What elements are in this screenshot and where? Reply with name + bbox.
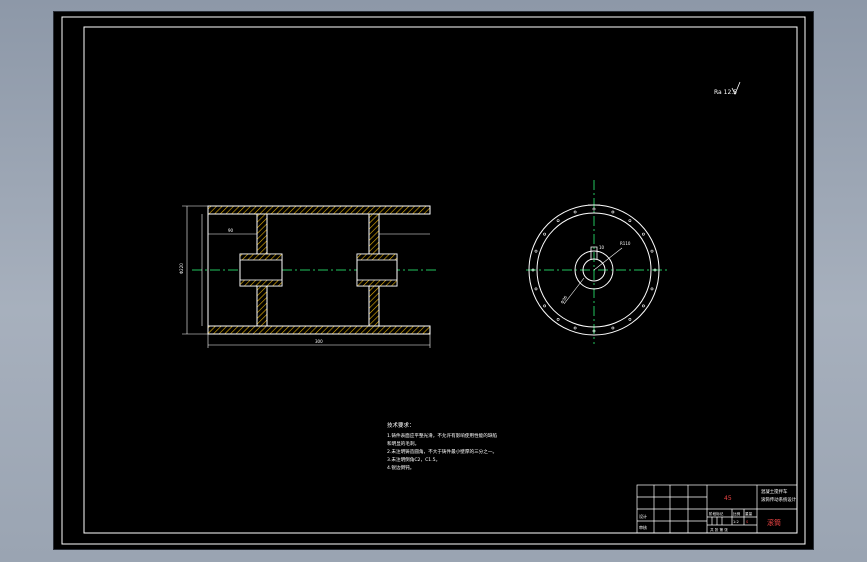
bolt-hole: [653, 268, 657, 272]
hub-right-bore-bottom: [356, 279, 398, 287]
bolt-hole: [573, 210, 577, 214]
bolt-hole: [628, 219, 632, 223]
bolt-hole: [650, 287, 654, 291]
bolt-hole: [611, 326, 615, 330]
tb-scale-label: 比例: [733, 511, 741, 516]
section-view: Φ220 90 300: [179, 205, 438, 348]
bolt-hole: [650, 249, 654, 253]
bolt-hole: [531, 268, 535, 272]
tech-req-heading: 技术要求：: [387, 421, 415, 429]
cad-viewport[interactable]: Ra 12.5 Φ220 90: [54, 12, 813, 549]
tech-req-line-4: 3.未注明倒角C2，C1.5。: [387, 456, 440, 463]
leader-radius: [593, 247, 623, 271]
bolt-hole: [592, 329, 596, 333]
project-title-line-2: 滚筒传动系统设计: [761, 496, 797, 503]
dim-gap-text: 90: [228, 228, 234, 233]
shell-bottom-wall: [207, 325, 431, 335]
tech-req-line-3: 2.未注明铸造圆角，不大于铸件最小壁厚的三分之一。: [387, 448, 497, 455]
leader-hole: [563, 277, 585, 305]
bolt-hole: [556, 317, 560, 321]
hub-left-bore-bottom: [239, 279, 283, 287]
inner-frame: [83, 26, 798, 534]
bolt-hole: [543, 232, 547, 236]
end-view: 10 R110 Φ36: [526, 180, 668, 344]
tech-req-line-2: 和明显的毛刺。: [387, 440, 419, 447]
project-title-line-1: 混凝土搅拌车: [761, 488, 788, 495]
tech-requirements: 技术要求： 1.铸件表面应平整光滑，不允许有影响使用性能的缺陷 和明显的毛刺。 …: [387, 421, 497, 471]
hub-right-bore-top: [356, 253, 398, 261]
bolt-hole-ring: [531, 207, 657, 333]
bolt-hole: [534, 249, 538, 253]
web-left-lower: [256, 285, 268, 327]
dim-length-text: 300: [315, 339, 323, 344]
tb-weight-label: 重量: [745, 511, 753, 516]
engineering-drawing: Ra 12.5 Φ220 90: [61, 16, 806, 545]
tb-checker-label: 审核: [639, 524, 647, 530]
part-name: 滚筒: [767, 518, 781, 527]
web-right-upper: [368, 213, 380, 255]
surface-roughness-note: Ra 12.5: [714, 89, 737, 96]
dim-radius-text: R110: [620, 241, 631, 246]
outer-frame: [61, 16, 806, 545]
tb-stage-value: S: [746, 520, 749, 524]
end-bore: [582, 258, 606, 282]
roughness-symbol-icon: [731, 81, 741, 95]
tech-req-line-1: 1.铸件表面应平整光滑，不允许有影响使用性能的缺陷: [387, 432, 497, 439]
web-left-upper: [256, 213, 268, 255]
tb-sheets-label: 共 张 第 张: [710, 527, 728, 532]
bolt-hole: [556, 219, 560, 223]
bolt-hole: [592, 207, 596, 211]
tb-scale-value: 1:2: [733, 520, 739, 524]
dim-hole-text: Φ36: [560, 294, 569, 304]
keyway: [590, 246, 598, 259]
web-right-lower: [368, 285, 380, 327]
dim-diameter-text: Φ220: [179, 263, 184, 274]
bolt-hole: [642, 232, 645, 236]
end-inner-circle: [536, 212, 652, 328]
end-hub-outer: [574, 250, 614, 290]
title-block: [636, 484, 798, 534]
tb-stage-label: 阶段标记: [709, 511, 724, 516]
bolt-hole: [611, 210, 615, 214]
shell-top-wall: [207, 205, 431, 215]
tb-designer-label: 设计: [639, 513, 647, 519]
tech-req-line-5: 4.锐边倒钝。: [387, 464, 414, 471]
bolt-hole: [534, 287, 538, 291]
hub-left-bore-top: [239, 253, 283, 261]
bolt-hole: [543, 304, 547, 308]
bolt-hole: [628, 317, 632, 321]
bolt-hole: [642, 304, 645, 308]
keyway-label: 10: [599, 245, 605, 250]
bolt-hole: [573, 326, 577, 330]
material-label: 45: [724, 495, 732, 502]
